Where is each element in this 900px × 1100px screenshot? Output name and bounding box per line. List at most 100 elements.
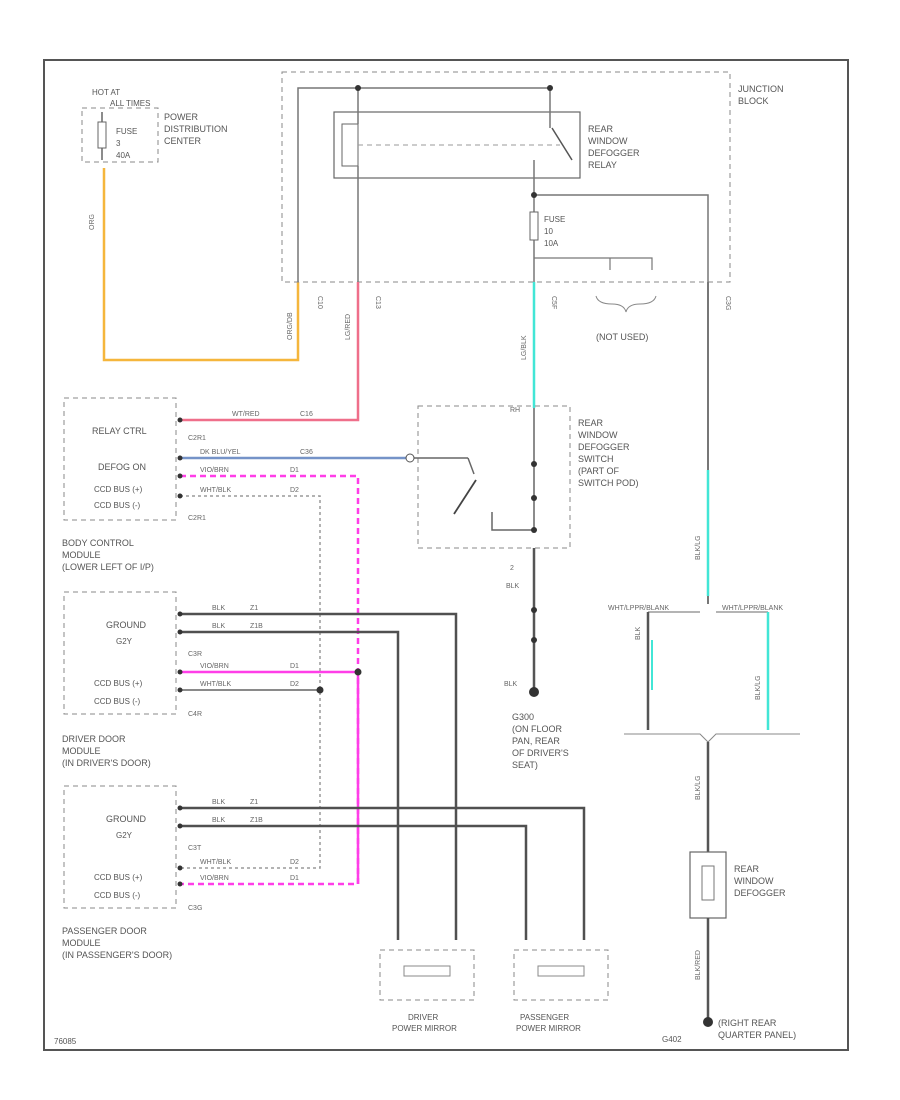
relay-coil-icon xyxy=(341,123,359,167)
orange-wire-label-2: ORG/DB xyxy=(287,312,294,340)
splice-dot xyxy=(547,85,553,91)
jb-fuse-number: 10 xyxy=(544,227,553,236)
mirror-motor-icon xyxy=(537,965,585,977)
mirror-motor-icon xyxy=(403,965,451,977)
ddm-ground-wire-1 xyxy=(180,612,458,940)
wire-id: Z1 xyxy=(250,605,258,612)
gray-wire-label: WHT/BLK xyxy=(200,681,231,688)
pdm-ccd-plus-label: CCD BUS (+) xyxy=(94,873,143,882)
splice-dot xyxy=(531,192,537,198)
figure-code: 76085 xyxy=(54,1037,77,1046)
pdm-ground-id: G2Y xyxy=(116,831,133,840)
splice-label: WHT/LPPR/BLANK xyxy=(608,605,669,612)
orange-wire-label: ORG xyxy=(89,214,96,230)
not-used-brace xyxy=(595,295,657,313)
gray-wire-label: WHT/BLK xyxy=(200,487,231,494)
pdc-fuse-number: 3 xyxy=(116,139,121,148)
gray-wire-label: WHT/BLK xyxy=(200,859,231,866)
ground-icon xyxy=(529,687,539,697)
splice-dot xyxy=(316,686,324,694)
wire-id: D2 xyxy=(290,859,299,866)
cyan-wire-label: LG/BLK xyxy=(521,335,528,360)
defogger-grid-icon xyxy=(701,865,715,901)
connector-pin xyxy=(177,823,183,829)
jb-fuse-icon xyxy=(529,211,539,241)
ddm-ground-label: GROUND xyxy=(106,620,146,630)
pin-label: 2 xyxy=(510,565,514,572)
wire-id: D2 xyxy=(290,681,299,688)
blk-wire-label: BLK xyxy=(212,605,226,612)
connector-pin xyxy=(177,417,183,423)
pdm-ccd-minus-label: CCD BUS (-) xyxy=(94,891,141,900)
defogger-ground-wire-label: BLK/RED xyxy=(695,950,702,980)
bcm-connector-label: C2R1 xyxy=(188,515,206,522)
ddm-ground-id: G2Y xyxy=(116,637,133,646)
diagram-frame xyxy=(43,59,849,1051)
ccd-bus-minus-wire xyxy=(180,495,321,869)
pdm-ground-wire-1 xyxy=(180,806,586,940)
not-used-branch xyxy=(534,257,653,270)
splice-dot xyxy=(531,461,537,467)
pdm-connector-label: C3G xyxy=(188,905,202,912)
pdm-ground-wire-2 xyxy=(180,824,528,940)
splice-dot xyxy=(531,527,537,533)
switch-contact-icon xyxy=(453,479,477,515)
jb-fuse-amperage: 10A xyxy=(544,239,559,248)
branch-brace xyxy=(624,733,800,743)
connector-pin xyxy=(177,455,183,461)
pink-wire-label-2: WT/RED xyxy=(232,411,260,418)
ddm-box xyxy=(63,591,177,715)
pdm-ground-label: GROUND xyxy=(106,814,146,824)
driver-power-mirror-box xyxy=(379,949,475,1001)
pdc-fuse-label: FUSE xyxy=(116,127,137,136)
ddm-ground-wire-2 xyxy=(180,630,400,940)
wire-id: Z1B xyxy=(250,817,263,824)
passenger-power-mirror-box xyxy=(513,949,609,1001)
defogger-wire-label: BLK/LG xyxy=(695,535,702,560)
bcm-box xyxy=(63,397,177,521)
bcm-relay-ctrl-label: RELAY CTRL xyxy=(92,426,147,436)
splice-dot xyxy=(531,607,537,613)
pdm-box xyxy=(63,785,177,909)
wire-id: C36 xyxy=(300,449,313,456)
connector-pin xyxy=(177,865,183,871)
hot-at-label: HOT AT xyxy=(92,88,120,97)
relay-control-wire xyxy=(180,282,360,422)
connector-pin xyxy=(177,881,183,887)
splice-dot xyxy=(354,668,362,676)
defogger-relay-box xyxy=(333,111,581,179)
power-distribution-center-box xyxy=(81,107,159,163)
pdc-fuse-amperage: 40A xyxy=(116,151,131,160)
connector-pin xyxy=(177,611,183,617)
all-times-label: ALL TIMES xyxy=(110,99,150,108)
connector-pin xyxy=(177,473,183,479)
connector-pin xyxy=(177,629,183,635)
pdm-connector-label: C3T xyxy=(188,845,202,852)
junction-block-box xyxy=(281,71,731,283)
switch-output-line xyxy=(491,512,534,531)
wire-id: D1 xyxy=(290,663,299,670)
connector-label: C10 xyxy=(316,296,323,309)
wire-id: D1 xyxy=(290,875,299,882)
bcm-ccd-minus-label: CCD BUS (-) xyxy=(94,501,141,510)
defogger-branch-wire-label: BLK/LG xyxy=(755,675,762,700)
blk-label: BLK xyxy=(506,583,520,590)
not-used-label: (NOT USED) xyxy=(596,332,648,342)
connector-label: C13 xyxy=(374,296,381,309)
ddm-connector-label: C3R xyxy=(188,651,202,658)
wire-id: Z1 xyxy=(250,799,258,806)
bcm-ccd-plus-label: CCD BUS (+) xyxy=(94,485,143,494)
ground-icon xyxy=(703,1017,713,1027)
blk-wire-label: BLK xyxy=(212,799,226,806)
ddm-connector-label: C4R xyxy=(188,711,202,718)
splice-dot xyxy=(531,637,537,643)
bcm-defog-on-label: DEFOG ON xyxy=(98,462,146,472)
